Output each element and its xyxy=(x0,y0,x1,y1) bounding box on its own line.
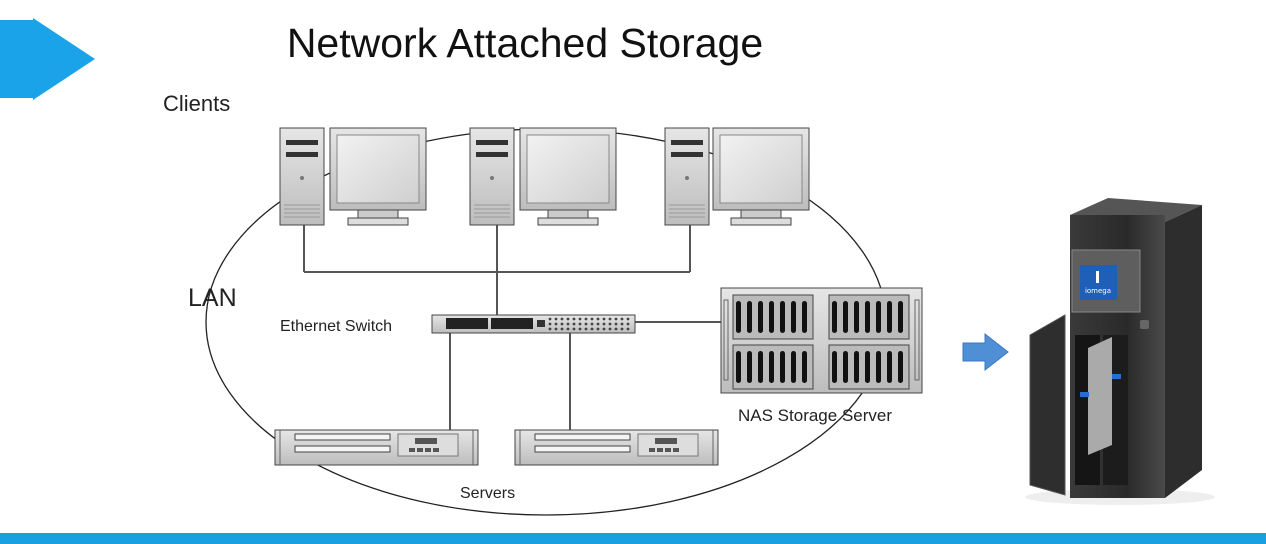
nas-storage-server-label: NAS Storage Server xyxy=(738,406,893,425)
slide-title: Network Attached Storage xyxy=(286,20,764,66)
nas-storage-server-icon xyxy=(720,287,923,394)
client-workstation-icon xyxy=(279,127,427,226)
server-icon xyxy=(514,429,719,466)
client-workstation-icon xyxy=(664,127,810,226)
iomega-logo: iomega xyxy=(1085,287,1111,295)
lan-label: LAN xyxy=(188,284,237,312)
ethernet-switch-label: Ethernet Switch xyxy=(280,318,393,335)
nav-arrow-icon xyxy=(0,18,95,100)
client-workstation-icon xyxy=(469,127,617,226)
bottom-accent-bar xyxy=(0,533,1266,544)
nas-device-photo: iomega xyxy=(1025,198,1215,505)
server-icon xyxy=(274,429,479,466)
clients-label: Clients xyxy=(163,91,231,116)
servers-label: Servers xyxy=(460,485,516,502)
arrow-right-icon xyxy=(962,332,1009,372)
network-links xyxy=(303,225,722,432)
ethernet-switch-icon xyxy=(431,314,636,334)
